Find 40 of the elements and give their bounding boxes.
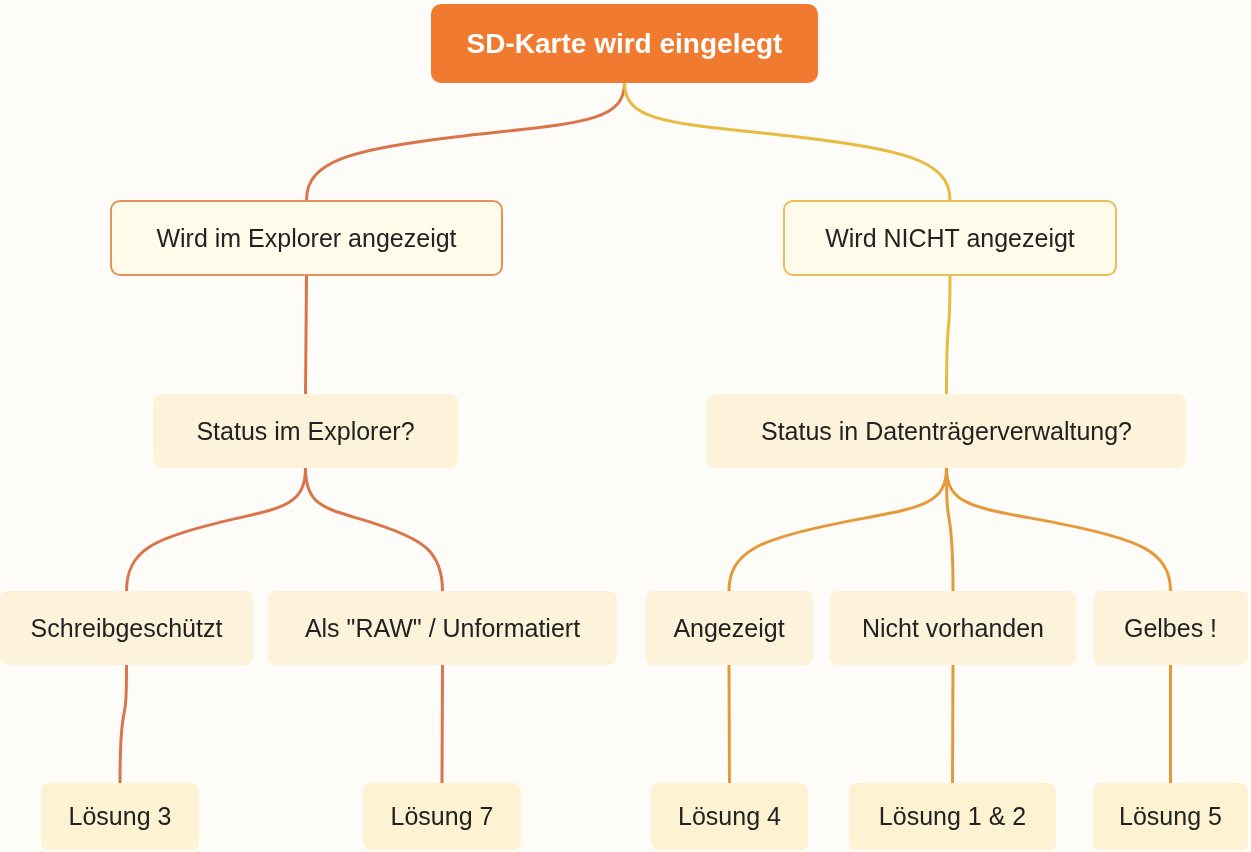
status-box <box>268 591 617 665</box>
node-label: Lösung 3 <box>68 802 172 831</box>
solution-box <box>1093 783 1248 850</box>
question-box <box>153 394 458 468</box>
status-box <box>1093 591 1248 665</box>
connector-line <box>727 665 731 783</box>
connector-line <box>945 276 952 394</box>
node-label: Status im Explorer? <box>196 416 415 446</box>
connector-line <box>304 276 308 394</box>
node-label: Wird NICHT angezeigt <box>825 223 1075 253</box>
connector-line <box>1169 665 1172 783</box>
node-label: Gelbes ! <box>1123 613 1218 643</box>
status-box <box>830 591 1076 665</box>
node-label: Angezeigt <box>673 613 785 643</box>
node-label: SD-Karte wird eingelegt <box>466 27 783 60</box>
node-label: Lösung 5 <box>1119 802 1222 831</box>
connector-line <box>440 665 444 783</box>
solution-box <box>651 783 808 850</box>
status-box <box>645 591 813 665</box>
connector-line <box>623 82 952 201</box>
node-label: Nicht vorhanden <box>861 613 1045 643</box>
connector-line <box>118 665 128 783</box>
solution-box <box>363 783 521 850</box>
node-label: Status in Datenträgerverwaltung? <box>760 416 1132 446</box>
start-box <box>431 4 818 83</box>
status-box <box>0 591 253 665</box>
status-box <box>783 200 1117 276</box>
connector-line <box>951 665 955 783</box>
node-label: Lösung 1 & 2 <box>878 802 1027 831</box>
node-label: Schreibgeschützt <box>30 613 223 643</box>
node-label: Lösung 4 <box>678 802 781 831</box>
connector-line <box>304 467 444 592</box>
status-box <box>110 200 503 276</box>
solution-box <box>849 783 1056 850</box>
node-label: Wird im Explorer angezeigt <box>156 223 457 253</box>
solution-box <box>41 783 199 850</box>
question-box <box>707 394 1186 468</box>
node-label: Als "RAW" / Unformatiert <box>304 613 581 643</box>
node-label: Lösung 7 <box>390 802 494 831</box>
connector-line <box>945 467 1172 592</box>
